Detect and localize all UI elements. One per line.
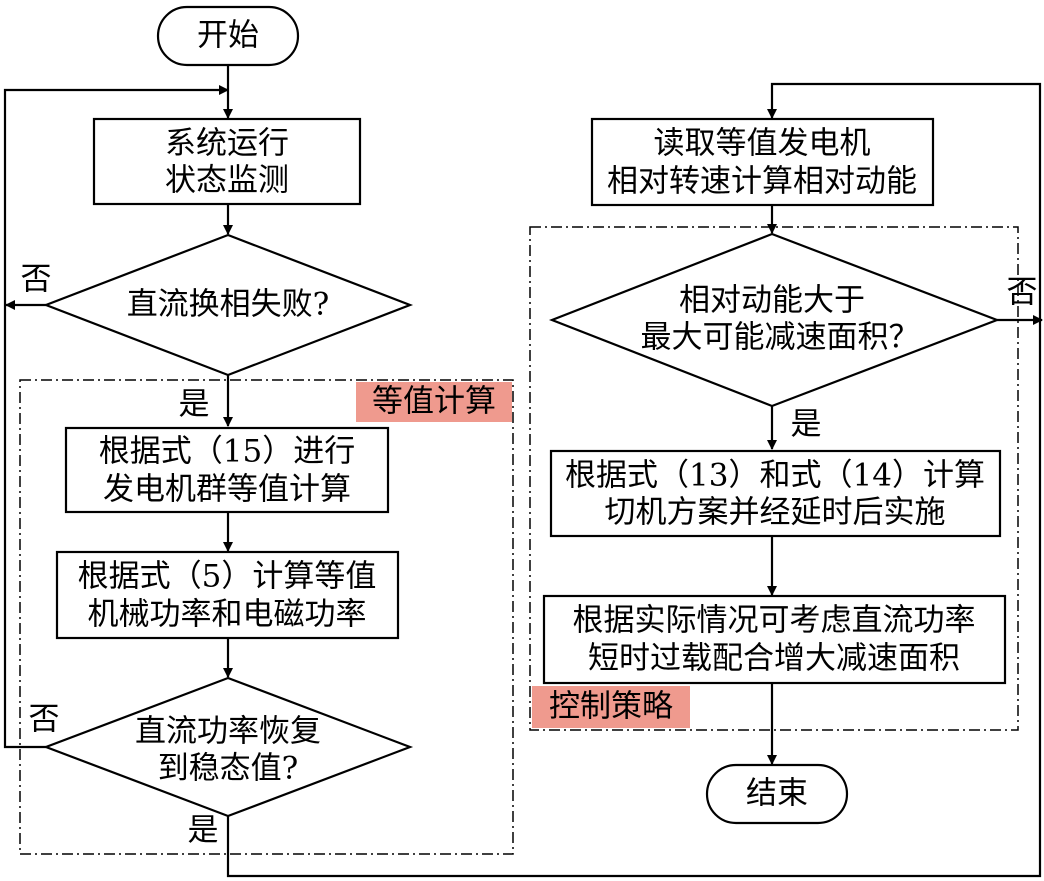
kinetic-no-label: 否 [1007, 275, 1038, 311]
svg-text:最大可能减速面积？: 最大可能减速面积？ [641, 320, 920, 356]
svg-text:根据式（15）进行: 根据式（15）进行 [99, 434, 355, 470]
monitor-box: 系统运行 状态监测 [92, 117, 362, 206]
kinetic-decision: 相对动能大于 最大可能减速面积？ [548, 232, 1001, 408]
end-node: 结束 [705, 763, 849, 825]
svg-text:切机方案并经延时后实施: 切机方案并经延时后实施 [605, 495, 946, 531]
dc-overload-box: 根据实际情况可考虑直流功率 短时过载配合增大减速面积 [542, 594, 1007, 685]
control-strategy-tag [532, 686, 690, 728]
svg-text:状态监测: 状态监测 [165, 163, 289, 199]
svg-text:根据实际情况可考虑直流功率: 根据实际情况可考虑直流功率 [573, 603, 976, 639]
svg-text:发电机群等值计算: 发电机群等值计算 [103, 472, 351, 508]
equiv-calc-region: 等值计算 [19, 379, 514, 855]
equiv-calc-box: 根据式（15）进行 发电机群等值计算 [64, 426, 390, 514]
recover-no-label: 否 [29, 702, 60, 738]
svg-text:系统运行: 系统运行 [165, 126, 289, 162]
mech-power-box: 根据式（5）计算等值 机械功率和电磁功率 [55, 550, 400, 640]
kinetic-yes-label: 是 [791, 407, 822, 443]
svg-text:读取等值发电机: 读取等值发电机 [654, 126, 871, 162]
dcfail-yes-label: 是 [179, 387, 210, 423]
control-strategy-label: 控制策略 [549, 689, 673, 725]
read-generator-box: 读取等值发电机 相对转速计算相对动能 [590, 117, 935, 207]
svg-text:根据式（5）计算等值: 根据式（5）计算等值 [78, 559, 377, 595]
svg-text:结束: 结束 [746, 776, 808, 812]
svg-text:根据式（13）和式（14）计算: 根据式（13）和式（14）计算 [565, 458, 985, 494]
dc-recover-decision: 直流功率恢复 到稳态值? [42, 676, 414, 818]
recover-yes-label: 是 [188, 813, 219, 849]
svg-text:直流换相失败?: 直流换相失败? [127, 287, 330, 323]
svg-text:开始: 开始 [197, 18, 259, 54]
svg-text:短时过载配合增大减速面积: 短时过载配合增大减速面积 [588, 641, 960, 677]
equiv-calc-label: 等值计算 [372, 384, 496, 420]
dc-failure-decision: 直流换相失败? [42, 233, 414, 377]
svg-text:直流功率恢复: 直流功率恢复 [135, 714, 321, 750]
equiv-calc-tag [356, 382, 512, 422]
svg-text:机械功率和电磁功率: 机械功率和电磁功率 [88, 597, 367, 633]
control-strategy-region: 控制策略 [529, 226, 1019, 731]
dcfail-no-label: 否 [21, 262, 52, 298]
svg-text:相对转速计算相对动能: 相对转速计算相对动能 [607, 164, 917, 200]
svg-text:相对动能大于: 相对动能大于 [679, 283, 865, 319]
start-node: 开始 [156, 5, 300, 67]
svg-text:到稳态值?: 到稳态值? [158, 751, 299, 787]
arrow-recover-yes-to-right [226, 82, 1042, 878]
cut-machine-box: 根据式（13）和式（14）计算 切机方案并经延时后实施 [549, 449, 1002, 538]
arrow-recover-no-loop [3, 85, 229, 749]
